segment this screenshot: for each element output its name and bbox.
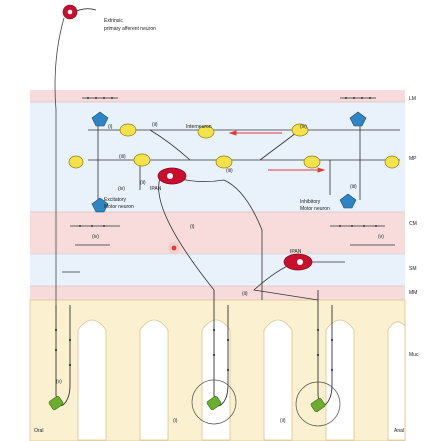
numeral-label: (iii)	[119, 154, 126, 160]
extrinsic-label: Extrinsic	[104, 18, 123, 24]
numeral-label: (iii)	[350, 184, 357, 190]
numeral-label: (ii)	[140, 180, 146, 186]
magnifier-circle-right	[295, 381, 341, 427]
interneuron-cell-3	[291, 123, 309, 137]
ipan-middle-label: IPAN	[290, 249, 302, 255]
interneuron-cell-2	[197, 125, 215, 139]
hotspot-dot	[171, 245, 177, 251]
layer-cm-label: CM	[409, 221, 417, 227]
sensor-cell-right	[310, 397, 326, 413]
numeral-label: (iv)	[92, 234, 99, 240]
magnifier-circle-middle	[191, 379, 237, 425]
layer-lm-label: LM	[409, 96, 416, 102]
numeral-label: (i)	[173, 418, 178, 424]
inhibitory-sub-label: Motor neuron	[300, 206, 330, 212]
ipan-top-label: IPAN	[150, 186, 162, 192]
terminal-dots	[79, 97, 377, 227]
numeral-label: (iv)	[300, 124, 307, 130]
excitatory-motor-neuron	[91, 197, 109, 213]
interneuron-label: Interneuron	[186, 124, 212, 130]
sensor-cell-left	[48, 395, 64, 411]
crypts	[77, 319, 406, 441]
numeral-label: (iii)	[226, 168, 233, 174]
oral-label: Oral	[34, 428, 43, 434]
motor-neuron-top-left	[91, 111, 109, 127]
layer-mm-label: MM	[409, 290, 417, 296]
interneuron-cell-7	[68, 155, 84, 169]
numeral-label: (ii)	[152, 122, 158, 128]
layer-muc-label: Muc	[409, 352, 419, 358]
layer-sm-label: SM	[409, 266, 417, 272]
cm-band	[30, 212, 405, 254]
excitatory-label: Excitatory	[104, 197, 126, 203]
inhibitory-label: Inhibitory	[300, 199, 321, 205]
inhibitory-motor-neuron	[339, 193, 357, 209]
interneuron-cell-6	[303, 155, 321, 169]
numeral-label: (v)	[378, 234, 384, 240]
extrinsic-neuron	[54, 4, 97, 305]
anal-label: Anal	[394, 428, 404, 434]
numeral-label: (ii)	[242, 291, 248, 297]
motor-neurons	[91, 111, 367, 213]
ipan-middle	[253, 253, 345, 301]
motor-neuron-top-right	[349, 111, 367, 127]
numeral-label: (iv)	[118, 186, 125, 192]
interneuron-cell-4	[133, 153, 151, 167]
numeral-label: (i)	[190, 224, 195, 230]
lm-band	[30, 90, 405, 102]
villus-dots	[54, 328, 334, 372]
numeral-label: (v)	[56, 379, 62, 385]
layer-mp-label: MP	[409, 156, 417, 162]
interneuron-cell-1	[119, 123, 137, 137]
direction-arrows	[228, 130, 326, 173]
numeral-label: (ii)	[280, 418, 286, 424]
interneuron-cell-8	[384, 155, 400, 169]
sensor-cell-middle	[206, 395, 222, 411]
mm-band	[30, 286, 405, 300]
interneuron-cell-5	[215, 155, 233, 169]
ipan-top	[157, 167, 263, 300]
numeral-label: (i)	[108, 124, 113, 130]
interneuron-axons	[88, 118, 400, 200]
sm-band	[30, 254, 405, 286]
mp-band	[30, 102, 405, 212]
extrinsic-sub-label: primary afferent neuron	[104, 26, 156, 32]
excitatory-sub-label: Motor neuron	[104, 204, 134, 210]
interneurons	[68, 123, 400, 169]
